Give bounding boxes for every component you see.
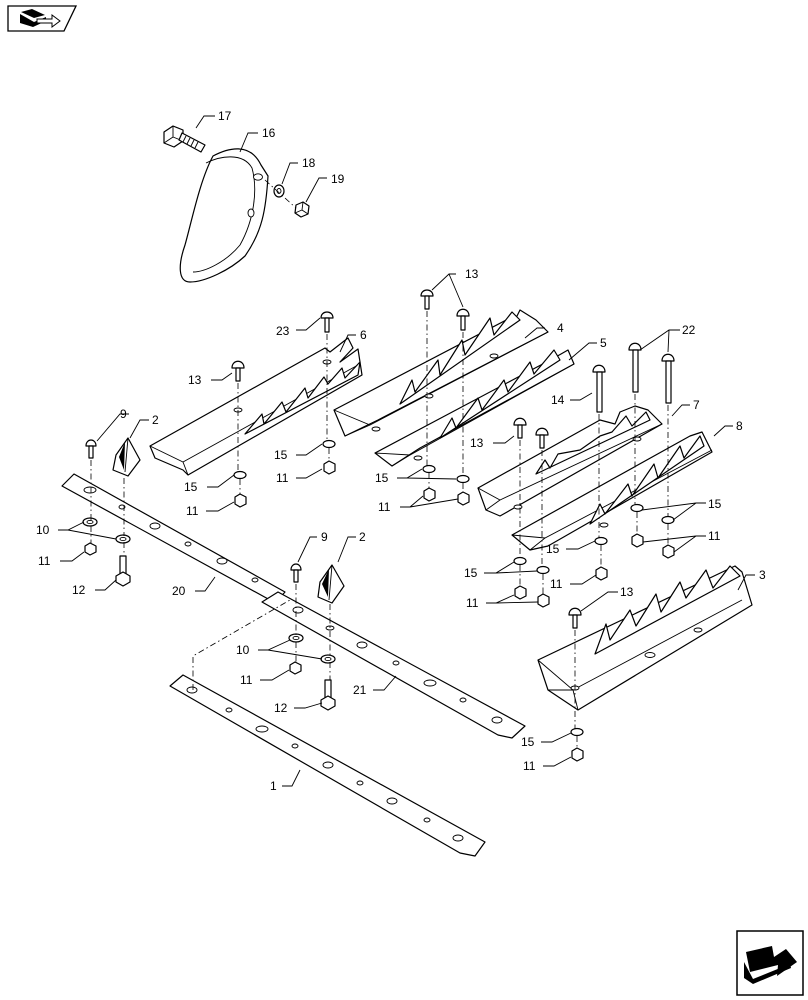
guard-2-lower	[317, 564, 345, 604]
callout-10-upper: 10	[36, 523, 50, 537]
callout-1: 1	[270, 779, 277, 793]
callout-15-g: 15	[521, 735, 535, 749]
bolt-17	[163, 125, 206, 153]
callout-labels: 17 16 18 19 13 23 6 4 5 22 13 14 7 9 2 8…	[36, 109, 766, 793]
knife-3	[537, 565, 753, 711]
carriage-bolt-9-lower	[290, 563, 302, 583]
callout-leaders	[58, 115, 755, 787]
callout-21: 21	[353, 683, 367, 697]
callout-2-upper: 2	[152, 413, 159, 427]
nut-19	[294, 201, 310, 218]
carriage-bolt-22	[628, 342, 675, 404]
callout-4: 4	[557, 321, 564, 335]
knife-7	[477, 405, 663, 517]
callout-13-mid: 13	[470, 436, 484, 450]
carriage-bolt-13	[231, 289, 582, 629]
callout-2-lower: 2	[359, 530, 366, 544]
guard-2-upper	[112, 437, 141, 477]
nuts-11	[84, 460, 675, 762]
callout-23: 23	[276, 324, 290, 338]
callout-10-lower: 10	[236, 643, 250, 657]
callout-19: 19	[331, 172, 345, 186]
strip-1	[169, 674, 486, 857]
plate-16	[179, 148, 269, 283]
washer-18	[273, 184, 285, 198]
callout-11-c: 11	[186, 504, 199, 518]
callout-13-left: 13	[188, 373, 202, 387]
callout-18: 18	[302, 156, 316, 170]
callout-11-b: 11	[378, 500, 391, 514]
callout-15-a: 15	[274, 448, 288, 462]
carriage-bolt-14	[592, 364, 606, 413]
strip-20	[61, 473, 286, 603]
callout-8: 8	[736, 419, 743, 433]
strip-21	[261, 591, 526, 739]
carriage-bolt-23	[320, 311, 334, 333]
callout-15-e: 15	[546, 542, 560, 556]
callout-11-f: 11	[550, 577, 563, 591]
callout-14: 14	[551, 393, 565, 407]
callout-6: 6	[360, 328, 367, 342]
callout-11-a: 11	[276, 471, 289, 485]
callout-12-upper: 12	[72, 583, 86, 597]
callout-22: 22	[682, 323, 696, 337]
bolt-12	[115, 555, 336, 711]
callout-16: 16	[262, 126, 276, 140]
callout-17: 17	[218, 109, 232, 123]
knife-5	[374, 349, 575, 467]
next-page-arrow-icon[interactable]	[736, 930, 804, 996]
carriage-bolt-9-upper	[85, 439, 97, 459]
book-arrow-icon[interactable]	[7, 5, 78, 32]
callout-12-lower: 12	[274, 701, 288, 715]
callout-11-g: 11	[466, 596, 479, 610]
callout-11-i: 11	[523, 759, 536, 773]
knife-8	[511, 431, 713, 551]
callout-7: 7	[693, 398, 700, 412]
callout-15-d: 15	[708, 497, 722, 511]
callout-20: 20	[172, 584, 186, 598]
callout-15-c: 15	[184, 480, 198, 494]
callout-15-f: 15	[464, 566, 478, 580]
knife-4	[333, 309, 549, 437]
callout-3: 3	[759, 568, 766, 582]
knife-6	[149, 337, 363, 476]
callout-11-e: 11	[38, 554, 51, 568]
callout-9-lower: 9	[321, 530, 328, 544]
callout-5: 5	[600, 336, 607, 350]
callout-13-top: 13	[465, 267, 479, 281]
callout-11-h: 11	[240, 673, 253, 687]
callout-11-d: 11	[708, 529, 721, 543]
assembly-center-lines	[90, 311, 669, 748]
callout-9-upper: 9	[120, 407, 127, 421]
callout-15-b: 15	[375, 471, 389, 485]
callout-13-right: 13	[620, 585, 634, 599]
